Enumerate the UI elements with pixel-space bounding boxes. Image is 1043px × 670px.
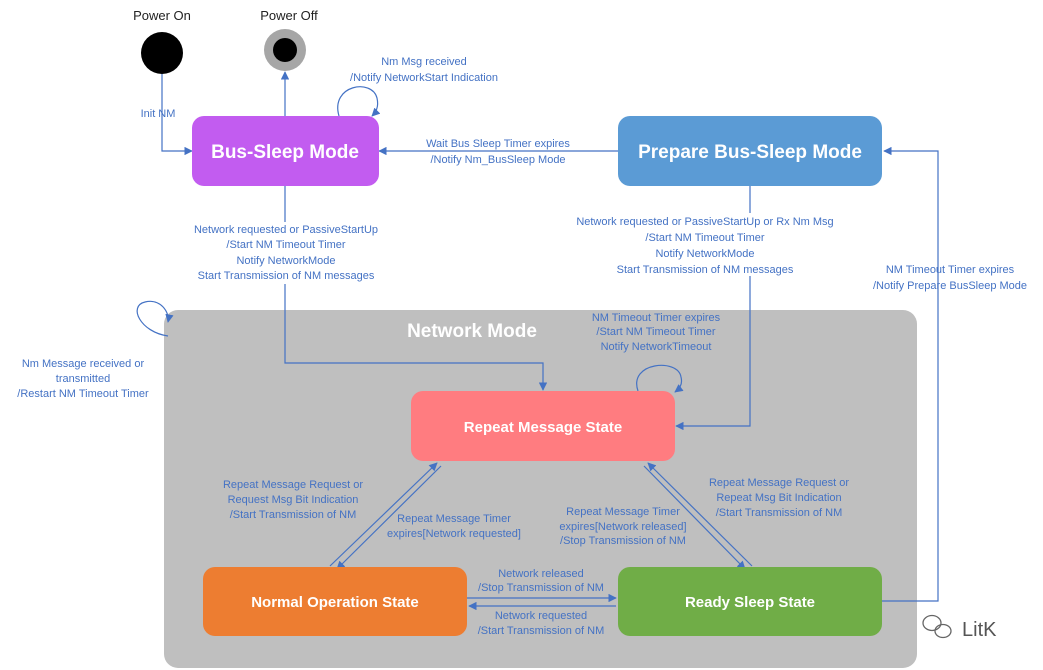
edge-repeat-to-ready — [643, 465, 746, 570]
edge-ready-to-repeat — [647, 462, 753, 567]
state-repeat-message-label: Repeat Message State — [464, 419, 622, 436]
svg-text:/Restart NM Timeout Timer: /Restart NM Timeout Timer — [17, 388, 149, 400]
label-repeat-to-normal: Repeat Message Timer expires[Network req… — [387, 513, 521, 540]
edge-repeat-self — [636, 364, 684, 393]
label-ready-to-normal: Network requested /Start Transmission of… — [478, 610, 605, 637]
label-self-bus-sleep: Nm Msg received /Notify NetworkStart Ind… — [350, 56, 498, 84]
svg-text:Network requested or PassiveSt: Network requested or PassiveStartUp or R… — [576, 216, 833, 228]
edge-repeat-to-normal — [336, 465, 442, 570]
state-bus-sleep-label: Bus-Sleep Mode — [211, 142, 359, 163]
svg-text:/Start NM Timeout Timer: /Start NM Timeout Timer — [226, 239, 346, 251]
svg-text:/Notify Prepare BusSleep Mode: /Notify Prepare BusSleep Mode — [873, 280, 1027, 292]
state-normal-operation: Normal Operation State — [203, 567, 467, 636]
svg-text:/Stop Transmission of NM: /Stop Transmission of NM — [478, 582, 604, 594]
svg-text:Notify NetworkTimeout: Notify NetworkTimeout — [601, 341, 712, 353]
svg-text:/Notify NetworkStart Indicatio: /Notify NetworkStart Indication — [350, 72, 498, 84]
svg-text:Start Transmission of NM messa: Start Transmission of NM messages — [198, 270, 375, 282]
edge-normal-to-repeat — [329, 462, 438, 567]
watermark-text: LitK — [962, 619, 997, 641]
power-off-label: Power Off — [260, 8, 318, 23]
svg-text:Start Transmission of NM messa: Start Transmission of NM messages — [617, 264, 794, 276]
svg-text:Wait Bus Sleep Timer expires: Wait Bus Sleep Timer expires — [426, 138, 570, 150]
label-normal-to-ready: Network released /Stop Transmission of N… — [478, 568, 604, 594]
svg-text:NM Timeout Timer expires: NM Timeout Timer expires — [592, 312, 721, 324]
edge-network-self — [136, 300, 174, 337]
state-bus-sleep: Bus-Sleep Mode — [192, 116, 379, 186]
label-prepare-to-bus-sleep: Wait Bus Sleep Timer expires /Notify Nm_… — [426, 138, 570, 166]
svg-text:Nm Msg received: Nm Msg received — [381, 56, 467, 68]
svg-text:/Notify Nm_BusSleep Mode: /Notify Nm_BusSleep Mode — [430, 154, 565, 166]
watermark: LitK — [922, 614, 997, 641]
svg-text:Nm Message received or: Nm Message received or — [22, 358, 145, 370]
edge-prepare-to-repeat — [676, 186, 751, 426]
label-repeat-to-ready: Repeat Message Timer expires[Network rel… — [559, 506, 686, 547]
transition-edges — [136, 71, 939, 611]
svg-text:Network requested: Network requested — [495, 610, 587, 622]
svg-text:Notify NetworkMode: Notify NetworkMode — [655, 248, 754, 260]
svg-text:Repeat Message Request or: Repeat Message Request or — [709, 477, 849, 489]
svg-text:/Start NM Timeout Timer: /Start NM Timeout Timer — [596, 326, 716, 338]
svg-text:Notify NetworkMode: Notify NetworkMode — [236, 255, 335, 267]
power-off-inner — [273, 38, 297, 62]
label-network-self: Nm Message received or transmitted /Rest… — [17, 358, 149, 400]
state-ready-sleep-label: Ready Sleep State — [685, 594, 815, 611]
label-prepare-to-repeat: Network requested or PassiveStartUp or R… — [576, 216, 833, 276]
state-prepare-bus-sleep-label: Prepare Bus-Sleep Mode — [638, 142, 862, 163]
svg-text:/Start Transmission of NM: /Start Transmission of NM — [478, 625, 605, 637]
svg-text:Repeat Message Timer: Repeat Message Timer — [566, 506, 680, 518]
label-repeat-self: NM Timeout Timer expires /Start NM Timeo… — [592, 312, 721, 353]
svg-text:NM Timeout Timer expires: NM Timeout Timer expires — [886, 264, 1015, 276]
edge-init-nm — [161, 74, 193, 156]
svg-text:/Start Transmission of NM: /Start Transmission of NM — [716, 507, 843, 519]
svg-text:/Start Transmission of NM: /Start Transmission of NM — [230, 509, 357, 521]
svg-text:expires[Network released]: expires[Network released] — [559, 521, 686, 533]
svg-text:Repeat Msg Bit Indication: Repeat Msg Bit Indication — [716, 492, 841, 504]
power-on-label: Power On — [133, 8, 191, 23]
state-prepare-bus-sleep: Prepare Bus-Sleep Mode — [618, 116, 882, 186]
state-repeat-message: Repeat Message State — [411, 391, 675, 461]
label-ready-to-repeat: Repeat Message Request or Repeat Msg Bit… — [709, 477, 849, 519]
edge-bus-sleep-self — [337, 86, 381, 117]
label-network-to-prepare: NM Timeout Timer expires /Notify Prepare… — [873, 264, 1027, 292]
label-init-nm: Init NM — [141, 108, 176, 120]
svg-text:Network released: Network released — [498, 568, 584, 580]
svg-text:/Stop Transmission of NM: /Stop Transmission of NM — [560, 535, 686, 547]
svg-text:/Start NM Timeout Timer: /Start NM Timeout Timer — [645, 232, 765, 244]
power-on-node — [141, 32, 183, 74]
svg-text:Repeat Message Request or: Repeat Message Request or — [223, 479, 363, 491]
svg-text:expires[Network requested]: expires[Network requested] — [387, 528, 521, 540]
wechat-icon — [922, 614, 952, 639]
svg-text:Request Msg Bit Indication: Request Msg Bit Indication — [228, 494, 359, 506]
svg-text:transmitted: transmitted — [56, 373, 110, 385]
svg-text:Network requested or PassiveSt: Network requested or PassiveStartUp — [194, 224, 378, 236]
state-ready-sleep: Ready Sleep State — [618, 567, 882, 636]
edge-ready-to-prepare — [882, 146, 939, 602]
network-mode-title: Network Mode — [407, 321, 537, 342]
svg-text:Repeat Message Timer: Repeat Message Timer — [397, 513, 511, 525]
label-bus-sleep-to-repeat: Network requested or PassiveStartUp /Sta… — [194, 224, 378, 282]
label-normal-to-repeat: Repeat Message Request or Request Msg Bi… — [223, 479, 363, 521]
state-normal-operation-label: Normal Operation State — [251, 594, 419, 611]
edge-bus-sleep-to-repeat — [284, 186, 543, 390]
